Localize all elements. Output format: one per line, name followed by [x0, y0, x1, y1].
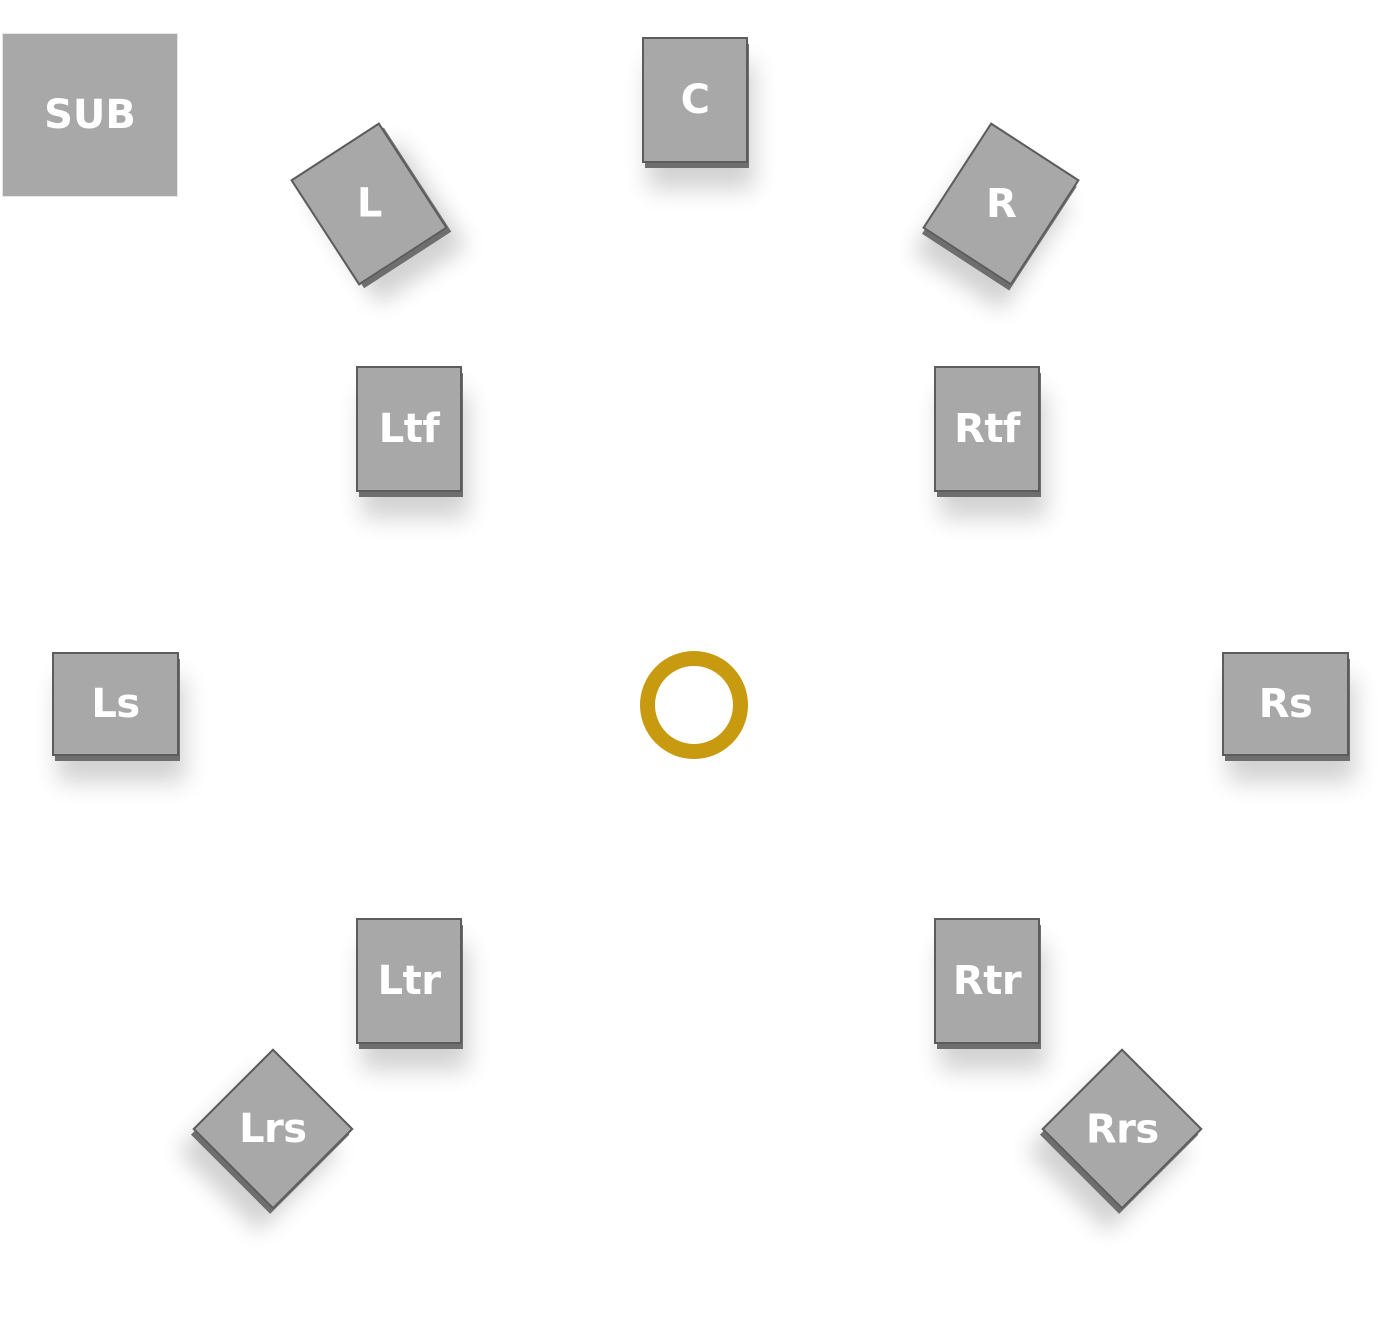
- speaker-right-top-rear: Rtr: [934, 918, 1040, 1044]
- speaker-label-left-rear-surround: Lrs: [239, 1106, 307, 1152]
- speaker-label-left-surround: Ls: [91, 681, 140, 727]
- subwoofer-box: SUB: [2, 33, 178, 197]
- speaker-label-center: C: [680, 77, 710, 123]
- speaker-label-left-top-front: Ltf: [378, 406, 440, 452]
- speaker-label-right: R: [985, 181, 1017, 227]
- speaker-center: C: [642, 37, 748, 163]
- subwoofer-label: SUB: [44, 92, 136, 138]
- speaker-label-right-top-rear: Rtr: [952, 958, 1022, 1004]
- speaker-label-left-top-rear: Ltr: [377, 958, 441, 1004]
- speaker-left-rear-surround: Lrs: [192, 1048, 354, 1210]
- speaker-label-right-top-front: Rtf: [954, 406, 1020, 452]
- speaker-right: R: [922, 122, 1080, 286]
- speaker-right-rear-surround: Rrs: [1041, 1048, 1203, 1210]
- speaker-label-right-surround: Rs: [1258, 681, 1313, 727]
- speaker-right-surround: Rs: [1222, 652, 1349, 756]
- speaker-left-top-rear: Ltr: [356, 918, 462, 1044]
- speaker-label-right-rear-surround: Rrs: [1085, 1106, 1159, 1152]
- speaker-left-surround: Ls: [52, 652, 179, 756]
- speaker-right-top-front: Rtf: [934, 366, 1040, 492]
- speaker-label-left: L: [356, 181, 382, 227]
- speaker-left: L: [290, 122, 448, 286]
- speaker-left-top-front: Ltf: [356, 366, 462, 492]
- listener-ring-icon: [640, 651, 748, 759]
